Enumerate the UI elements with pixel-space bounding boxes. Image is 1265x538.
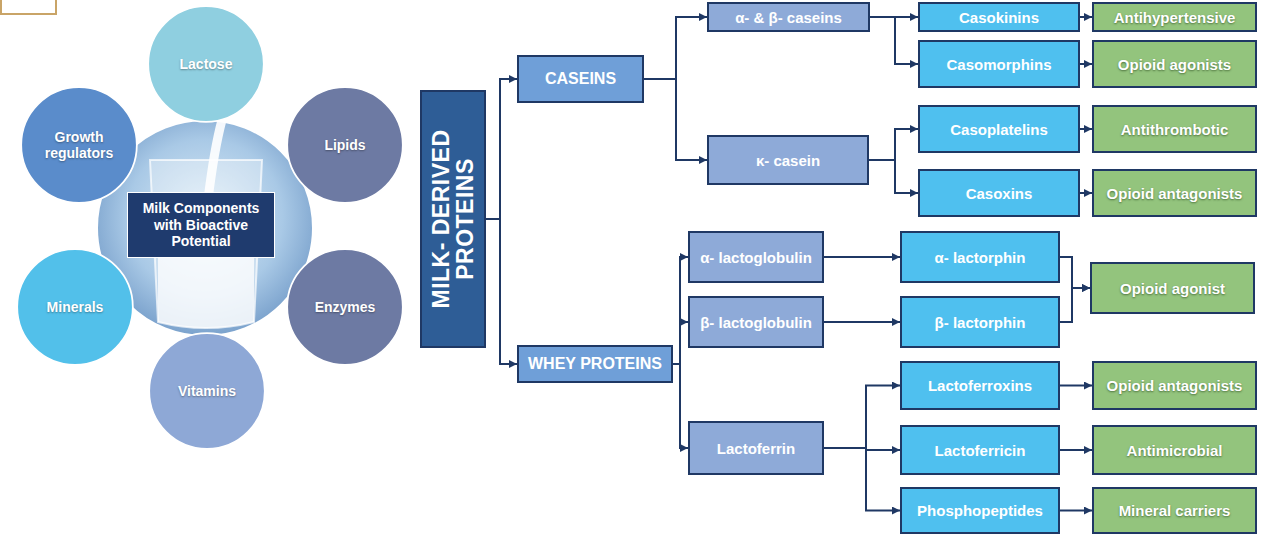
node-label: Opioid antagonists — [1107, 185, 1243, 202]
activity-box: Antithrombotic — [1092, 105, 1257, 153]
node-label: WHEY PROTEINS — [528, 355, 662, 373]
activity-box: Opioid antagonists — [1092, 361, 1257, 410]
corner-tab — [1, 0, 56, 14]
connector-arrow — [824, 448, 900, 511]
node-label: Enzymes — [315, 299, 376, 315]
connector-arrow — [673, 322, 688, 364]
connector-arrow — [1080, 128, 1092, 130]
connector-arrow — [824, 256, 900, 258]
node-label: Lactoferrin — [717, 440, 795, 457]
connector-arrow — [1060, 510, 1092, 512]
node-label: Lactose — [180, 56, 233, 72]
root-box: MILK- DERIVED PROTEINS — [420, 90, 486, 348]
activity-box: Opioid agonist — [1090, 262, 1255, 314]
peptide-box: α- lactorphin — [900, 231, 1060, 283]
connector-arrow — [644, 79, 707, 160]
connector-arrow — [1060, 288, 1090, 322]
node-label: Opioid agonists — [1118, 56, 1231, 73]
protein-box: α- lactoglobulin — [688, 231, 824, 283]
node-label: Lactoferricin — [935, 442, 1026, 459]
component-circle: Minerals — [16, 248, 134, 366]
node-label: Opioid antagonists — [1107, 377, 1243, 394]
protein-box: Lactoferrin — [688, 421, 824, 475]
connector-arrow — [869, 160, 918, 193]
node-label: Milk Components with Bioactive Potential — [134, 200, 268, 250]
node-label: Lipids — [324, 137, 365, 153]
connector-arrow — [824, 321, 900, 323]
connector-arrow — [486, 219, 517, 364]
connector-arrow — [1080, 63, 1092, 65]
category-box: WHEY PROTEINS — [517, 345, 673, 383]
connector-arrow — [1060, 257, 1090, 288]
protein-box: β- lactoglobulin — [688, 296, 824, 348]
peptide-box: β- lactorphin — [900, 296, 1060, 348]
node-label: α- lactoglobulin — [700, 249, 812, 266]
node-label: Antihypertensive — [1114, 9, 1236, 26]
node-label: α- lactorphin — [935, 249, 1026, 266]
node-label: Opioid agonist — [1120, 280, 1225, 297]
peptide-box: Lactoferroxins — [900, 361, 1060, 410]
node-label: Casoplatelins — [950, 121, 1048, 138]
connector-arrow — [1080, 192, 1092, 194]
peptide-box: Casoxins — [918, 169, 1080, 217]
node-label: CASEINS — [545, 70, 616, 88]
activity-box: Antimicrobial — [1092, 425, 1257, 475]
component-circle: Vitamins — [148, 332, 266, 450]
component-circle: Lactose — [147, 5, 265, 123]
node-label: Casomorphins — [946, 56, 1051, 73]
activity-box: Antihypertensive — [1092, 2, 1257, 32]
connector-arrow — [673, 364, 688, 448]
node-label: Mineral carriers — [1119, 502, 1231, 519]
node-label: α- & β- caseins — [735, 9, 842, 26]
connector-arrow — [644, 17, 707, 79]
node-label: Antithrombotic — [1121, 121, 1228, 138]
milk-pour — [208, 120, 222, 200]
connector-arrow — [869, 129, 918, 160]
connector-arrow — [486, 79, 517, 219]
connector-arrow — [1060, 449, 1092, 451]
activity-box: Mineral carriers — [1092, 487, 1257, 534]
node-label: β- lactoglobulin — [700, 314, 812, 331]
node-label: MILK- DERIVED PROTEINS — [429, 100, 477, 338]
connector-arrow — [673, 257, 688, 364]
connector-arrow — [870, 17, 918, 64]
node-label: Antimicrobial — [1127, 442, 1223, 459]
component-circle: Lipids — [286, 86, 404, 204]
component-circle: Enzymes — [286, 248, 404, 366]
node-label: Vitamins — [178, 383, 236, 399]
node-label: Lactoferroxins — [928, 377, 1032, 394]
node-label: Casoxins — [966, 185, 1033, 202]
activity-box: Opioid antagonists — [1092, 169, 1257, 217]
protein-box: κ- casein — [707, 135, 869, 185]
peptide-box: Casokinins — [918, 2, 1080, 32]
peptide-box: Casoplatelins — [918, 105, 1080, 153]
peptide-box: Casomorphins — [918, 40, 1080, 88]
node-label: Casokinins — [959, 9, 1039, 26]
node-label: Growth regulators — [33, 129, 125, 161]
category-box: CASEINS — [517, 55, 644, 103]
peptide-box: Phosphopeptides — [900, 487, 1060, 534]
connector-arrow — [1080, 16, 1092, 18]
protein-box: α- & β- caseins — [707, 2, 870, 32]
node-label: β- lactorphin — [935, 314, 1026, 331]
node-label: Phosphopeptides — [917, 502, 1043, 519]
node-label: Minerals — [47, 299, 104, 315]
activity-box: Opioid agonists — [1092, 40, 1257, 88]
connector-arrow — [824, 386, 900, 449]
center-label-box: Milk Components with Bioactive Potential — [127, 192, 275, 258]
connector-arrow — [1060, 385, 1092, 387]
peptide-box: Lactoferricin — [900, 425, 1060, 475]
node-label: κ- casein — [756, 152, 820, 169]
component-circle: Growth regulators — [20, 86, 138, 204]
